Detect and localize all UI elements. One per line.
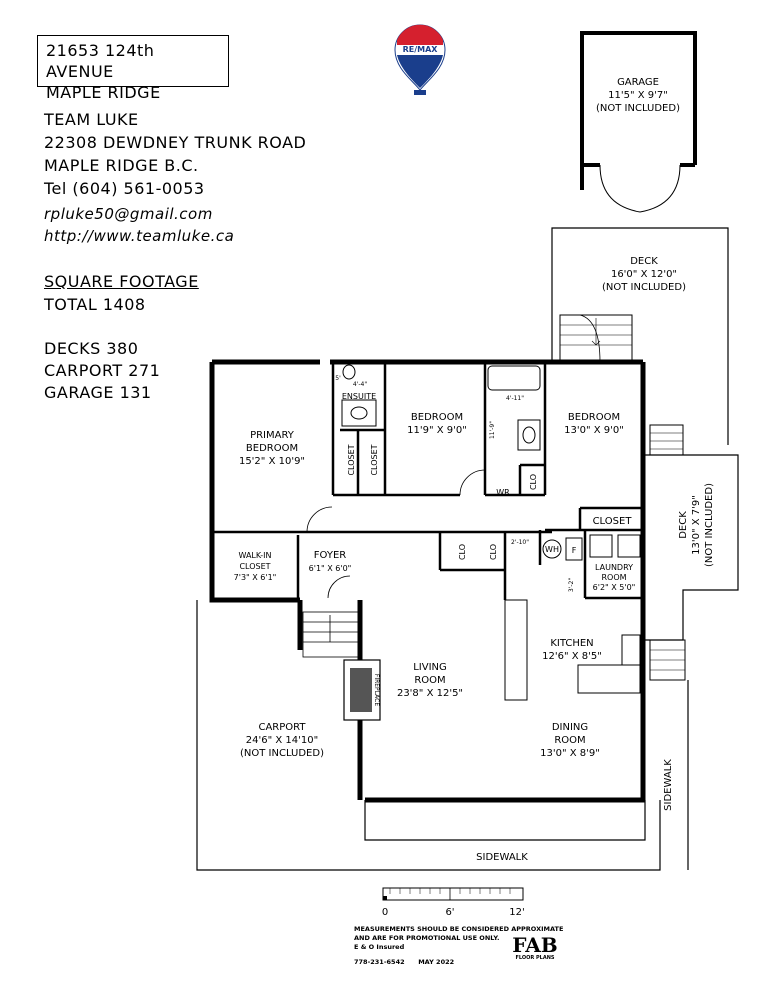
deck-top-note: (NOT INCLUDED) [602, 282, 686, 293]
dining-size: 13'0" X 8'9" [540, 748, 600, 759]
sqft-decks: DECKS 380 [44, 339, 139, 358]
laundry-size: 6'2" X 5'0" [593, 583, 636, 592]
address-line-1: 21653 124th AVENUE [46, 41, 155, 81]
garage-structure: GARAGE 11'5" X 9'7" (NOT INCLUDED) [580, 31, 697, 213]
sqft-list: DECKS 380 CARPORT 271 GARAGE 131 [44, 338, 160, 404]
footer-contact: 778-231-6542 MAY 2022 [354, 958, 454, 966]
address-box: 21653 124th AVENUE MAPLE RIDGE [37, 35, 229, 102]
walkin-size: 7'3" X 6'1" [234, 573, 277, 582]
garage-label: GARAGE [617, 77, 659, 88]
agent-email[interactable]: rpluke50@gmail.com [44, 205, 213, 223]
clo-bath-label: CLO [529, 474, 538, 490]
deck-side: DECK 13'0" X 7'9" (NOT INCLUDED) [645, 424, 739, 681]
deck-side-note: (NOT INCLUDED) [704, 483, 715, 567]
deck-top-label: DECK [630, 256, 658, 267]
fireplace-icon: FIREPLACE [343, 659, 381, 721]
fireplace-label: FIREPLACE [373, 674, 380, 706]
ensuite-dim-2: 5' [335, 375, 341, 382]
primary-bedroom-label-1: PRIMARY [250, 430, 295, 441]
kitchen-size: 12'6" X 8'5" [542, 651, 602, 662]
disclaimer-line-1: MEASUREMENTS SHOULD BE CONSIDERED APPROX… [354, 925, 564, 933]
sqft-heading: SQUARE FOOTAGE [44, 272, 199, 291]
scale-tick-12: 12' [509, 907, 524, 918]
living-label-2: ROOM [414, 675, 445, 686]
remax-logo-text: RE/MAX [403, 45, 439, 54]
laundry-dim: 3'-2" [568, 578, 575, 592]
water-heater-icon [542, 539, 562, 559]
living-label-1: LIVING [413, 662, 447, 673]
clo-1-label: CLO [458, 544, 467, 560]
scale-bar: 0 6' 12' [382, 887, 525, 918]
agent-info: TEAM LUKE 22308 DEWDNEY TRUNK ROAD MAPLE… [44, 108, 306, 200]
address-line-2: MAPLE RIDGE [46, 83, 161, 102]
sidewalk-bottom-label: SIDEWALK [476, 852, 528, 863]
ensuite-dim: 4'-4" [353, 381, 367, 388]
scale-tick-0: 0 [382, 907, 388, 918]
disclaimer-line-2: AND ARE FOR PROMOTIONAL USE ONLY. [354, 934, 500, 942]
furnace-label: F [572, 546, 577, 555]
agent-phone: Tel (604) 561-0053 [44, 179, 205, 198]
garage-note: (NOT INCLUDED) [596, 103, 680, 114]
agent-website[interactable]: http://www.teamluke.ca [44, 227, 235, 245]
deck-side-label: DECK [678, 511, 689, 539]
sqft-garage: GARAGE 131 [44, 383, 152, 402]
fab-brand: FAB [512, 933, 558, 957]
primary-bedroom-size: 15'2" X 10'9" [239, 456, 305, 467]
walkin-label-1: WALK-IN [238, 551, 271, 560]
interior-walls [210, 362, 643, 600]
carport-label: CARPORT [258, 722, 306, 733]
agent-street: 22308 DEWDNEY TRUNK ROAD [44, 133, 307, 152]
disclaimer-line-3: E & O Insured [354, 943, 405, 951]
scale-tick-6: 6' [445, 907, 454, 918]
laundry-label-1: LAUNDRY [595, 563, 633, 572]
sqft-total: TOTAL 1408 [44, 295, 146, 314]
disclaimer: MEASUREMENTS SHOULD BE CONSIDERED APPROX… [354, 925, 563, 952]
carport-note: (NOT INCLUDED) [240, 748, 324, 759]
foyer-stairs [302, 611, 361, 658]
ensuite-label: ENSUITE [342, 392, 376, 401]
furnace-icon [565, 537, 583, 561]
bedroom-right-size: 13'0" X 9'0" [564, 425, 624, 436]
fab-logo: FAB FLOOR PLANS [510, 935, 560, 961]
living-size: 23'8" X 12'5" [397, 688, 463, 699]
bath-dim-width: 4'-11" [506, 395, 524, 402]
dining-label-1: DINING [552, 722, 588, 733]
agent-contact: rpluke50@gmail.com http://www.teamluke.c… [44, 203, 234, 247]
footer-date: MAY 2022 [418, 958, 455, 966]
closet-vertical-1: CLOSET [347, 444, 356, 475]
bath-dim-height: 11'-9" [489, 421, 496, 439]
garage-size: 11'5" X 9'7" [608, 90, 668, 101]
dining-label-2: ROOM [554, 735, 585, 746]
agent-team: TEAM LUKE [44, 110, 139, 129]
hall-dim: 2'-10" [511, 539, 529, 546]
carport [196, 600, 661, 871]
door-swings [306, 314, 601, 599]
closet-right-label: CLOSET [593, 516, 633, 527]
deck-side-size: 13'0" X 7'9" [691, 495, 702, 555]
bedroom-right-label: BEDROOM [568, 412, 620, 423]
foyer-label: FOYER [314, 550, 347, 561]
closet-vertical-2: CLOSET [370, 444, 379, 475]
kitchen-label: KITCHEN [550, 638, 593, 649]
clo-2-label: CLO [489, 544, 498, 560]
primary-bedroom-label-2: BEDROOM [246, 443, 298, 454]
wr-label: WR [496, 488, 510, 497]
agent-city: MAPLE RIDGE B.C. [44, 156, 199, 175]
bedroom-mid-size: 11'9" X 9'0" [407, 425, 467, 436]
bedroom-mid-label: BEDROOM [411, 412, 463, 423]
fab-brand-sub: FLOOR PLANS [515, 955, 555, 961]
deck-top-size: 16'0" X 12'0" [611, 269, 677, 280]
laundry-label-2: ROOM [601, 573, 626, 582]
foyer-size: 6'1" X 6'0" [309, 564, 352, 573]
carport-size: 24'6" X 14'10" [246, 735, 318, 746]
remax-balloon-icon: RE/MAX [394, 24, 446, 95]
walkin-label-2: CLOSET [239, 562, 270, 571]
wh-label: WH [545, 545, 559, 554]
sqft-carport: CARPORT 271 [44, 361, 161, 380]
fixtures [341, 364, 641, 701]
footer-phone: 778-231-6542 [354, 958, 405, 966]
sidewalk-side-label: SIDEWALK [663, 759, 674, 811]
